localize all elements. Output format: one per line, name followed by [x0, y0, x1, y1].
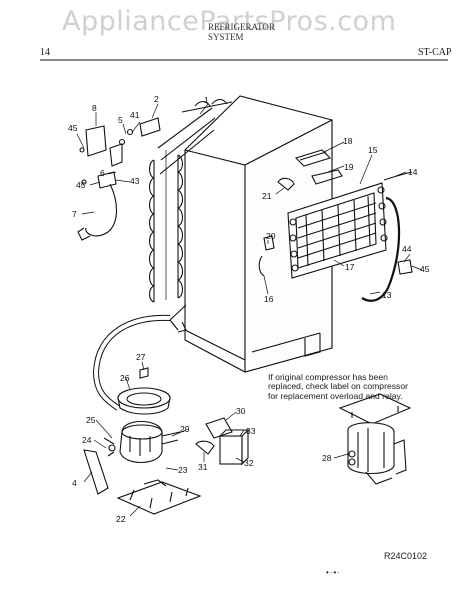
callout-41: 41: [130, 110, 140, 120]
condenser-coil: [148, 98, 233, 303]
callout-45-right: 45: [420, 264, 430, 274]
watermark: AppliancePartsPros.com: [62, 6, 397, 37]
callout-7: 7: [72, 209, 77, 219]
callout-25: 25: [86, 415, 96, 425]
arrow-head: [177, 321, 187, 333]
callout-44: 44: [402, 244, 412, 254]
callout-43: 43: [130, 176, 140, 186]
callout-labels: 1 2 4 5 6 7 8 13 14 15 16 17 18 19 20 21…: [68, 94, 430, 524]
callout-21: 21: [262, 191, 272, 201]
callout-14: 14: [408, 167, 418, 177]
callout-5: 5: [118, 115, 123, 125]
callout-28: 28: [322, 453, 332, 463]
thermostat-21: [277, 177, 295, 191]
capacitor-33: [219, 429, 250, 466]
model-code: ST-CAP: [418, 47, 452, 58]
subtitle-line-2: SYSTEM: [208, 32, 244, 42]
page-number: 14: [40, 47, 50, 58]
callout-4: 4: [72, 478, 77, 488]
callout-45-middle: 45: [76, 180, 86, 190]
clip-44: [397, 259, 413, 275]
relay-30: [205, 417, 233, 439]
compressor-assembly-28: [338, 393, 412, 485]
subtitle-line-1: REFRIGERATOR: [208, 22, 275, 32]
drain-hose-inner: [93, 315, 171, 410]
callout-17: 17: [345, 262, 355, 272]
arrow-to-cabinet: [169, 304, 187, 331]
callout-1: 1: [204, 95, 209, 105]
figure-code: R24C0102: [384, 551, 428, 561]
compressor-note: If original compressor has been replaced…: [268, 372, 408, 401]
screw-20: [263, 235, 275, 251]
callout-2: 2: [154, 94, 159, 104]
callout-22: 22: [116, 514, 126, 524]
callout-18: 18: [343, 136, 353, 146]
callout-6: 6: [100, 168, 105, 178]
fan-bracket-18: [294, 149, 332, 167]
compressor: [103, 421, 181, 464]
clip-19: [311, 169, 343, 185]
base-plate-22: [116, 479, 202, 515]
callout-32: 32: [244, 458, 254, 468]
refrigerator-cabinet: [184, 95, 333, 373]
tube-16: [258, 255, 265, 277]
overload-31: [195, 440, 215, 455]
callout-20: 20: [266, 231, 276, 241]
bracket-4: [83, 449, 109, 495]
callout-45-top: 45: [68, 123, 78, 133]
callout-24: 24: [82, 435, 92, 445]
callout-33: 33: [246, 426, 256, 436]
evaporator: [287, 171, 413, 302]
leader-lines: [76, 103, 423, 517]
callout-29: 29: [180, 424, 190, 434]
callout-8: 8: [92, 103, 97, 113]
drain-pan-26: [117, 367, 171, 415]
callout-30: 30: [236, 406, 246, 416]
callout-27: 27: [136, 352, 146, 362]
footer-mark: •·•·: [326, 568, 341, 577]
callout-31: 31: [198, 462, 208, 472]
callout-13: 13: [382, 290, 392, 300]
diagram-subtitle: REFRIGERATOR SYSTEM: [208, 22, 275, 42]
callout-15: 15: [368, 145, 378, 155]
top-left-hardware: [77, 117, 161, 241]
callout-16: 16: [264, 294, 274, 304]
callout-19: 19: [344, 162, 354, 172]
callout-26: 26: [120, 373, 130, 383]
callout-23: 23: [178, 465, 188, 475]
